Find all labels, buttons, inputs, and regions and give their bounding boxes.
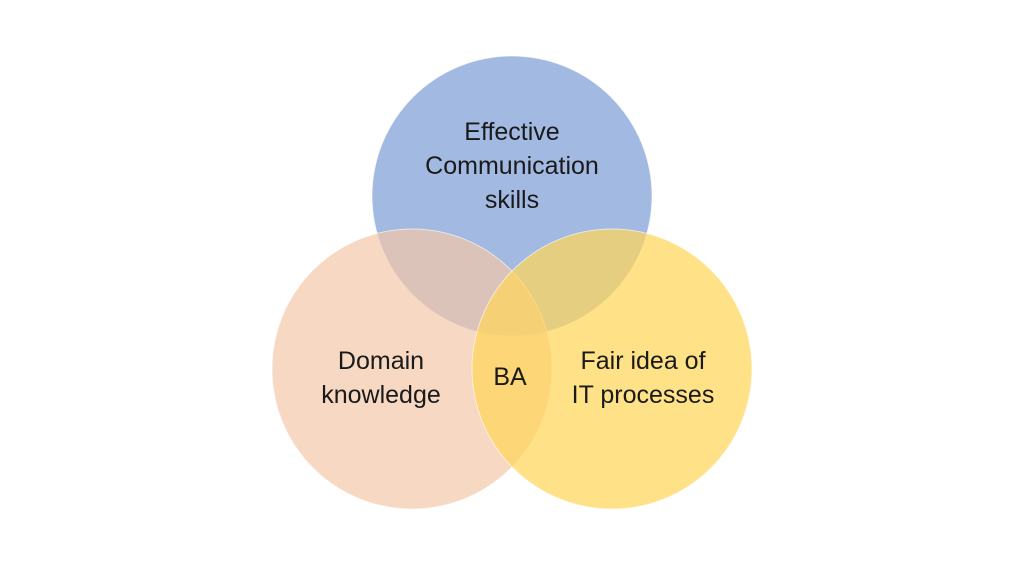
- label-line: IT processes: [571, 381, 715, 409]
- label-line: Communication: [425, 152, 599, 180]
- label-line: Effective: [464, 118, 560, 146]
- circle-it-processes: [471, 228, 753, 510]
- label-it-processes: Fair idea of IT processes: [572, 344, 715, 412]
- label-line: Fair idea of: [580, 347, 706, 375]
- label-communication-skills: Effective Communication skills: [425, 115, 599, 217]
- label-center-ba: BA: [493, 360, 526, 394]
- label-line: Domain: [337, 347, 425, 375]
- label-line: skills: [484, 186, 540, 214]
- center-label: BA: [493, 363, 527, 391]
- label-line: knowledge: [321, 381, 441, 409]
- label-domain-knowledge: Domain knowledge: [321, 344, 441, 412]
